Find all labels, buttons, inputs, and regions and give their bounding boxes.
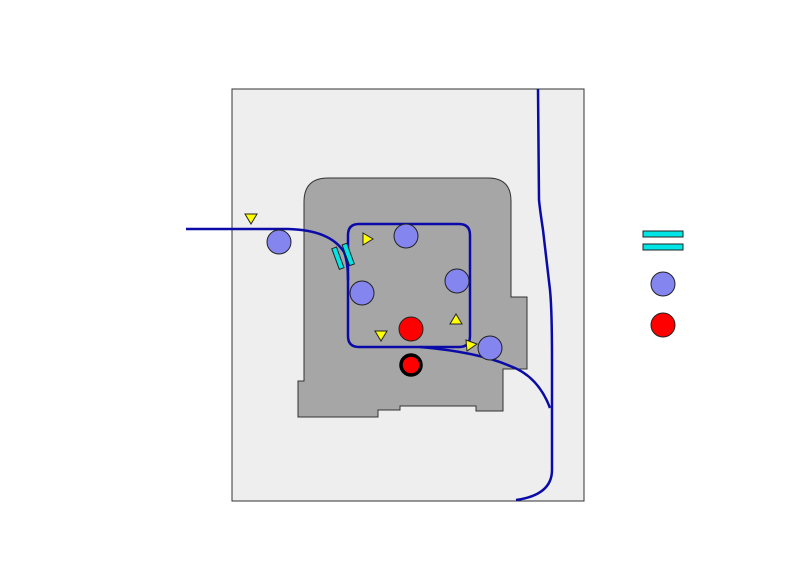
lower-connector-path (419, 345, 552, 409)
blue-marker (444, 268, 470, 294)
blue-marker (477, 335, 503, 361)
legend-bar-marker (642, 230, 684, 251)
left-entry-path (186, 227, 350, 281)
blue-marker (349, 280, 375, 306)
bar-marker (331, 242, 355, 271)
triangle-marker (362, 232, 374, 246)
red-marker-highlighted (399, 353, 423, 377)
inner-loop-path (346, 222, 472, 349)
triangle-marker (449, 313, 463, 325)
legend-red-marker (650, 312, 676, 338)
legend (642, 230, 684, 338)
triangle-marker (244, 213, 258, 225)
building-footprint (297, 177, 528, 418)
blue-marker (266, 229, 292, 255)
right-corridor-path (515, 88, 554, 502)
triangle-marker (374, 330, 388, 342)
triangle-marker (465, 339, 479, 352)
legend-blue-marker (650, 271, 676, 297)
red-marker (398, 316, 424, 342)
blue-marker (393, 223, 419, 249)
